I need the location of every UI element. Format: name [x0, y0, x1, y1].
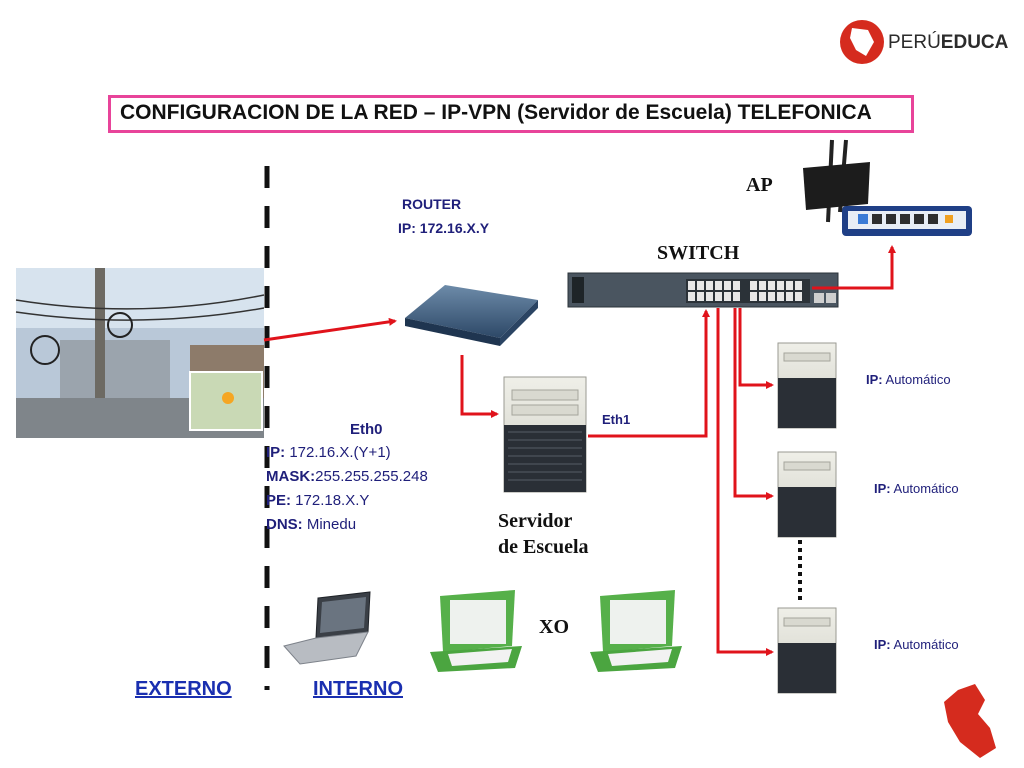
client1-ip-label: IP: Automático — [866, 372, 951, 387]
eth0-pe-value: 172.18.X.Y — [291, 492, 370, 509]
switch-label: SWITCH — [657, 242, 740, 264]
cable-switch-client2 — [733, 308, 774, 500]
eth0-ip-value: 172.16.X.(Y+1) — [285, 444, 391, 461]
peru-map-decoration-icon — [944, 684, 996, 758]
client-pc-icon — [777, 451, 837, 538]
eth0-pe-key: PE: — [266, 492, 292, 509]
eth0-dns-line: DNS: Minedu — [266, 513, 428, 537]
brand-logo: PERÚEDUCA — [888, 32, 1008, 54]
client3-ip-value: Automático — [890, 637, 959, 652]
xo-laptop-icon — [590, 590, 682, 672]
peru-map-logo-icon — [840, 20, 884, 64]
cable-switch-ap — [812, 245, 896, 290]
cable-switch-client1 — [738, 308, 774, 389]
client2-ip-value: Automático — [890, 481, 959, 496]
client-pc-icon — [777, 607, 837, 694]
brand-name-part2: EDUCA — [940, 32, 1009, 53]
cable-server-switch — [588, 309, 710, 438]
eth0-mask-value: 255.255.255.248 — [315, 468, 428, 485]
xo-laptop-icon — [430, 590, 522, 672]
eth0-mask-line: MASK:255.255.255.248 — [266, 465, 428, 489]
network-cables — [263, 245, 896, 656]
internal-zone-link[interactable]: INTERNO — [313, 678, 403, 700]
cable-router-server — [460, 355, 499, 418]
client3-ip-label: IP: Automático — [874, 637, 959, 652]
eth0-heading: Eth0 — [350, 421, 383, 438]
school-server-icon — [503, 376, 587, 493]
eth0-dns-key: DNS: — [266, 516, 303, 533]
xo-label: XO — [539, 616, 569, 638]
server-label: Servidor de Escuela — [498, 508, 589, 560]
router-icon — [405, 285, 538, 346]
client1-ip-key: IP: — [866, 372, 883, 387]
eth0-mask-key: MASK: — [266, 468, 316, 485]
external-zone-link[interactable]: EXTERNO — [135, 678, 232, 700]
eth1-label: Eth1 — [602, 412, 631, 427]
eth0-ip-line: IP: 172.16.X.(Y+1) — [266, 441, 428, 465]
client2-ip-key: IP: — [874, 481, 891, 496]
eth0-dns-value: Minedu — [302, 516, 357, 533]
page-title: CONFIGURACION DE LA RED – IP-VPN (Servid… — [120, 101, 872, 124]
cable-switch-client3 — [716, 308, 774, 656]
eth0-pe-line: PE: 172.18.X.Y — [266, 489, 428, 513]
street-photo — [15, 268, 265, 438]
client2-ip-label: IP: Automático — [874, 481, 959, 496]
client1-ip-value: Automático — [882, 372, 951, 387]
access-point-icon — [803, 139, 972, 236]
server-label-line2: de Escuela — [498, 536, 589, 558]
brand-name-part1: PERÚ — [888, 32, 941, 53]
router-label: ROUTER — [402, 196, 462, 212]
eth0-config: IP: 172.16.X.(Y+1) MASK:255.255.255.248 … — [266, 441, 428, 537]
cable-external-router — [263, 317, 397, 342]
switch-icon — [567, 272, 839, 308]
client3-ip-key: IP: — [874, 637, 891, 652]
server-label-line1: Servidor — [498, 510, 573, 532]
laptop-icon — [283, 591, 371, 665]
ap-label: AP — [746, 174, 773, 196]
router-ip-label: IP: 172.16.X.Y — [398, 220, 490, 236]
eth0-ip-key: IP: — [266, 444, 286, 461]
client-pc-icon — [777, 342, 837, 429]
title-frame — [108, 95, 914, 133]
